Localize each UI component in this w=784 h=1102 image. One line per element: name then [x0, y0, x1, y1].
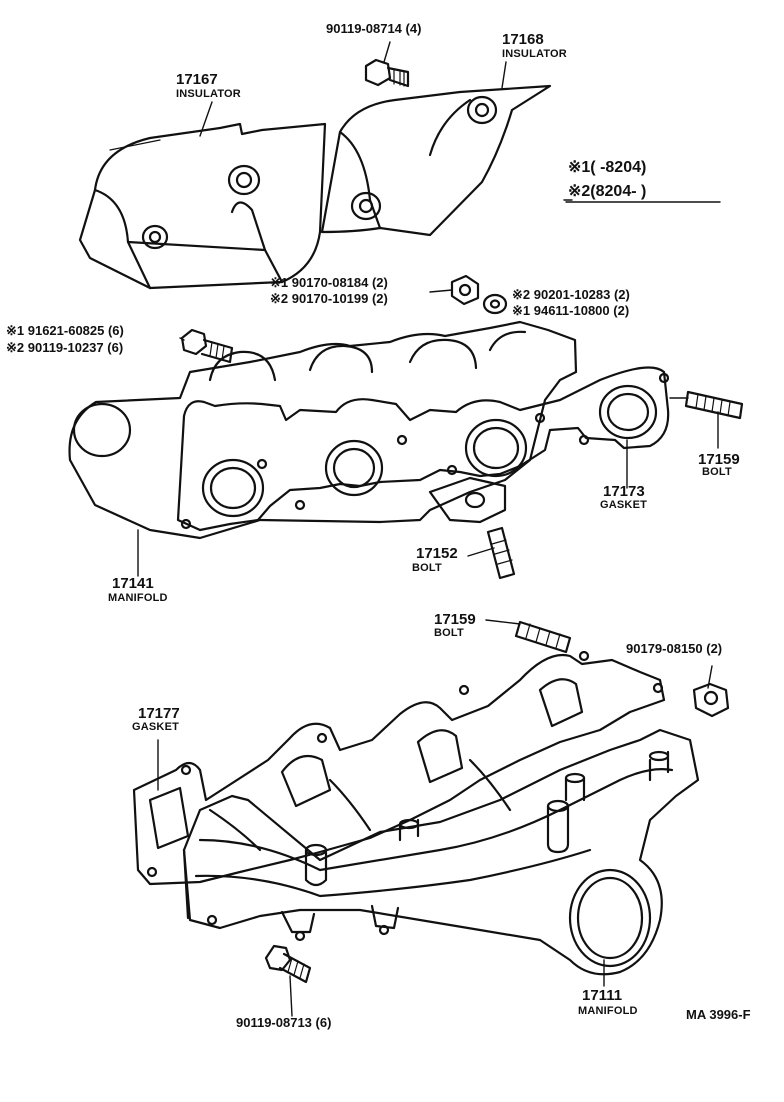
- part-number-17152: 17152: [416, 545, 458, 562]
- legend-line-1: ※1( -8204): [568, 159, 647, 176]
- bolt-17152: [486, 526, 516, 580]
- part-number-17159-a: 17159: [698, 451, 740, 468]
- part-number-17168: 17168: [502, 31, 544, 48]
- callout-bottom-bolt: 90119-08713 (6): [236, 1015, 332, 1030]
- exhaust-manifold-17141: [68, 320, 578, 540]
- part-number-17177: 17177: [138, 705, 180, 722]
- part-name-17177: GASKET: [132, 721, 180, 733]
- part-number-17111: 17111: [582, 987, 623, 1004]
- part-number-17159-b: 17159: [434, 611, 476, 628]
- insulator-17168: [320, 84, 552, 237]
- stud-17159-a: [684, 390, 744, 420]
- gasket-17177: [132, 650, 666, 886]
- part-name-17168: INSULATOR: [502, 48, 567, 60]
- part-name-17159-b: BOLT: [434, 627, 464, 639]
- part-number-17141: 17141: [112, 575, 154, 592]
- callout-right-nut: 90179-08150 (2): [626, 641, 723, 656]
- bolt-90119-08713: [264, 944, 312, 984]
- insulator-17167: [78, 122, 327, 290]
- callout-nut-2: ※2 90170-10199 (2): [270, 291, 388, 306]
- stud-17159-b: [514, 620, 572, 654]
- callout-washer-1: ※1 94611-10800 (2): [512, 303, 630, 318]
- part-name-17167: INSULATOR: [176, 88, 241, 100]
- callout-stud-1: ※1 91621-60825 (6): [6, 323, 124, 338]
- callout-nut-1: ※1 90170-08184 (2): [270, 275, 388, 290]
- nut-90170: [450, 274, 480, 306]
- part-name-17152: BOLT: [412, 562, 442, 574]
- part-name-17159-a: BOLT: [702, 466, 732, 478]
- diagram-code: MA 3996-F: [686, 1007, 751, 1022]
- part-name-17141: MANIFOLD: [108, 592, 168, 604]
- callout-top-bolt: 90119-08714 (4): [326, 21, 422, 36]
- part-number-17173: 17173: [603, 483, 645, 500]
- part-number-17167: 17167: [176, 71, 218, 88]
- gasket-17173: [176, 366, 670, 532]
- washer-90201: [482, 293, 508, 315]
- part-name-17173: GASKET: [600, 499, 648, 511]
- bolt-90119-08714: [364, 58, 410, 88]
- intake-manifold-17111: [182, 728, 700, 976]
- nut-90179: [692, 682, 730, 718]
- callout-stud-2: ※2 90119-10237 (6): [6, 340, 124, 355]
- leader-lines: [137, 41, 719, 1017]
- callout-washer-2: ※2 90201-10283 (2): [512, 287, 630, 302]
- legend-line-2: ※2(8204- ): [568, 183, 647, 200]
- part-name-17111: MANIFOLD: [578, 1005, 638, 1017]
